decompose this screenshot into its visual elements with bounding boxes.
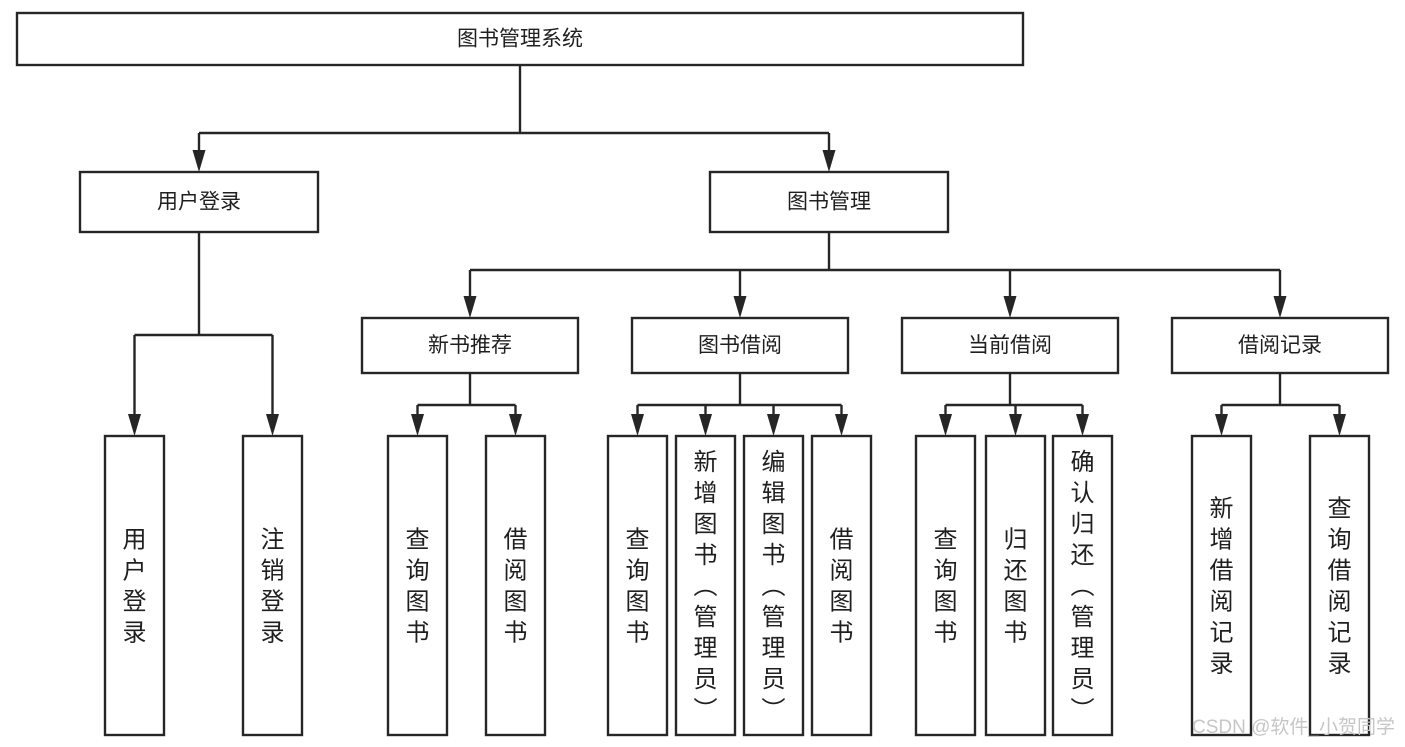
node-root[interactable]: 图书管理系统 [15,11,1025,67]
node-user-login[interactable]: 用户登录 [78,170,320,234]
node-label-leaf-confirm-return: 确认归还︵管理员︶ [1071,449,1095,724]
node-label-leaf-return-book: 归还图书 [1004,527,1028,647]
node-box-leaf-add-record[interactable] [1190,434,1253,737]
node-box-leaf-user-login[interactable] [103,434,166,737]
node-box-current-borrow[interactable] [900,316,1120,375]
node-label-leaf-add-book: 新增图书︵管理员︶ [694,449,718,724]
node-label-leaf-borrow-book-1: 借阅图书 [504,527,528,647]
node-label-leaf-borrow-book-2: 借阅图书 [830,527,854,647]
node-box-leaf-return-book[interactable] [984,434,1047,737]
node-leaf-confirm-return[interactable]: 确认归还︵管理员︶ [1051,434,1114,737]
node-label-leaf-add-record: 新增借阅记录 [1210,496,1234,678]
node-label-leaf-query-book-3: 查询图书 [934,527,958,647]
node-leaf-query-book-2[interactable]: 查询图书 [606,434,669,737]
node-leaf-user-login[interactable]: 用户登录 [103,434,166,737]
connector-current-borrow [939,373,1089,436]
node-label-leaf-query-record: 查询借阅记录 [1328,496,1352,678]
connector-layer [128,65,1346,436]
node-label-user-login: 用户登录 [157,191,241,214]
node-leaf-add-record[interactable]: 新增借阅记录 [1190,434,1253,737]
node-box-leaf-borrow-book-1[interactable] [484,434,547,737]
node-layer: 图书管理系统用户登录图书管理新书推荐图书借阅当前借阅借阅记录用户登录注销登录查询… [15,11,1390,737]
connector-root [192,65,836,172]
node-box-book-mgmt[interactable] [708,170,950,234]
node-label-book-borrow: 图书借阅 [698,334,782,357]
node-label-leaf-query-book-2: 查询图书 [626,527,650,647]
connector-new-book-rec [411,373,522,436]
node-leaf-query-book-3[interactable]: 查询图书 [914,434,977,737]
node-leaf-return-book[interactable]: 归还图书 [984,434,1047,737]
node-box-leaf-confirm-return[interactable] [1051,434,1114,737]
node-label-new-book-rec: 新书推荐 [428,334,512,357]
node-label-current-borrow: 当前借阅 [968,334,1052,357]
node-box-leaf-query-record[interactable] [1308,434,1371,737]
node-current-borrow[interactable]: 当前借阅 [900,316,1120,375]
node-box-new-book-rec[interactable] [360,316,580,375]
node-box-borrow-record[interactable] [1170,316,1390,375]
connector-user-login [128,232,279,436]
node-box-book-borrow[interactable] [630,316,850,375]
node-box-leaf-query-book-2[interactable] [606,434,669,737]
node-box-leaf-logout[interactable] [241,434,304,737]
node-box-leaf-borrow-book-2[interactable] [810,434,873,737]
node-box-leaf-add-book[interactable] [674,434,737,737]
node-label-leaf-logout: 注销登录 [261,527,285,647]
node-label-root: 图书管理系统 [457,28,583,51]
node-label-leaf-query-book-1: 查询图书 [406,527,430,647]
node-book-borrow[interactable]: 图书借阅 [630,316,850,375]
node-book-mgmt[interactable]: 图书管理 [708,170,950,234]
node-borrow-record[interactable]: 借阅记录 [1170,316,1390,375]
node-leaf-add-book[interactable]: 新增图书︵管理员︶ [674,434,737,737]
node-label-leaf-edit-book: 编辑图书︵管理员︶ [762,449,786,724]
node-label-book-mgmt: 图书管理 [787,191,871,214]
node-box-leaf-query-book-1[interactable] [386,434,449,737]
node-new-book-rec[interactable]: 新书推荐 [360,316,580,375]
connector-book-borrow [631,373,848,436]
node-label-leaf-user-login: 用户登录 [123,527,147,647]
csdn-watermark: CSDN @软件_小贺同学 [1192,716,1395,738]
node-box-user-login[interactable] [78,170,320,234]
connector-borrow-record [1215,373,1346,436]
node-leaf-query-record[interactable]: 查询借阅记录 [1308,434,1371,737]
node-leaf-edit-book[interactable]: 编辑图书︵管理员︶ [742,434,805,737]
node-leaf-query-book-1[interactable]: 查询图书 [386,434,449,737]
node-box-leaf-query-book-3[interactable] [914,434,977,737]
node-label-borrow-record: 借阅记录 [1238,334,1322,357]
node-box-root[interactable] [15,11,1025,67]
connector-book-mgmt [463,232,1287,318]
node-leaf-logout[interactable]: 注销登录 [241,434,304,737]
node-leaf-borrow-book-2[interactable]: 借阅图书 [810,434,873,737]
node-box-leaf-edit-book[interactable] [742,434,805,737]
node-leaf-borrow-book-1[interactable]: 借阅图书 [484,434,547,737]
